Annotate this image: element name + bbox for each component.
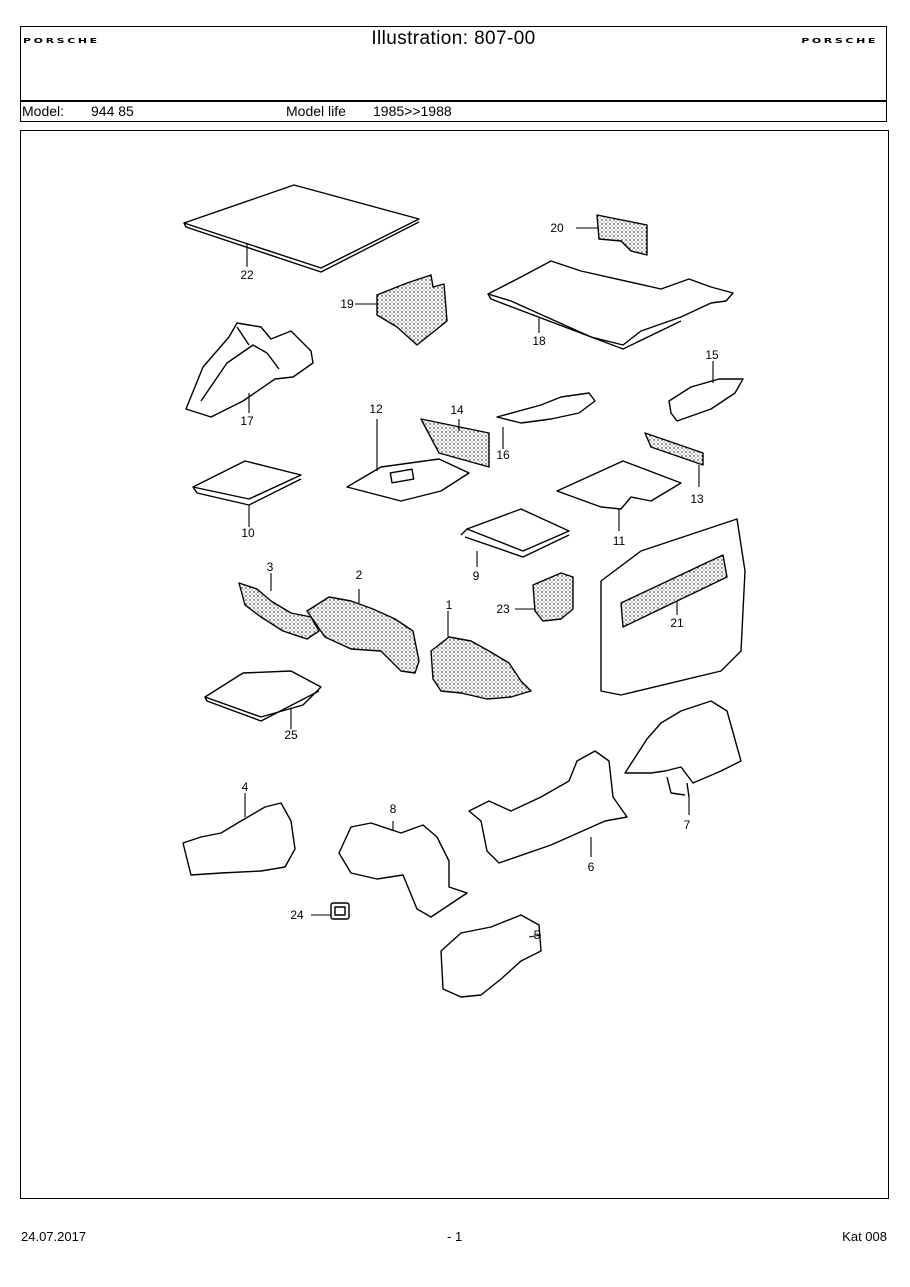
part-22-shape	[183, 184, 420, 269]
callout-7: 7	[684, 818, 691, 832]
part-2-shape	[306, 596, 420, 674]
part-22-edge	[183, 221, 420, 273]
illustration-title: Illustration: 807-00	[371, 28, 536, 49]
part-16-shape	[496, 392, 596, 424]
footer-catalog: Kat 008	[842, 1229, 887, 1244]
header-box: PORSCHE Illustration: 807-00 PORSCHE Mod…	[20, 26, 887, 122]
footer-date: 24.07.2017	[21, 1229, 87, 1244]
callout-5: 5	[534, 928, 541, 942]
part-17-inner	[200, 326, 280, 402]
callout-1: 1	[446, 598, 453, 612]
callouts: 1 2 3 4 5 6 7 8 9 10 11 12 13 14 15 16 1…	[240, 221, 719, 942]
part-17-shape	[185, 322, 314, 418]
part-25-edge	[204, 690, 320, 722]
callout-23: 23	[496, 602, 510, 616]
callout-15: 15	[705, 348, 719, 362]
part-20-shape	[596, 214, 648, 256]
callout-16: 16	[496, 448, 510, 462]
part-8-shape	[338, 822, 468, 918]
model-value: 944 85	[91, 103, 134, 119]
model-life-label: Model life	[286, 103, 346, 119]
callout-13: 13	[690, 492, 704, 506]
callout-14: 14	[450, 403, 464, 417]
part-13-shape	[644, 432, 704, 466]
callout-21: 21	[670, 616, 684, 630]
part-10-edge	[192, 478, 302, 506]
part-12-cutout	[389, 468, 415, 484]
callout-24: 24	[290, 908, 304, 922]
part-6-shape	[468, 750, 628, 864]
part-7-shape	[624, 700, 742, 784]
callout-9: 9	[473, 569, 480, 583]
part-18-shape	[487, 260, 734, 346]
porsche-logo-left: PORSCHE	[23, 37, 100, 46]
part-5-shape	[440, 914, 542, 998]
part-14-shape	[420, 418, 490, 468]
model-label: Model:	[22, 103, 65, 119]
model-life-value: 1985>>1988	[373, 103, 452, 119]
callout-25: 25	[284, 728, 298, 742]
callout-10: 10	[241, 526, 255, 540]
part-19-shape	[376, 274, 448, 346]
callout-18: 18	[532, 334, 546, 348]
callout-19: 19	[340, 297, 354, 311]
part-18-edge	[487, 293, 682, 350]
part-10-shape	[192, 460, 302, 500]
part-21-stripe	[620, 554, 728, 628]
part-23-shape	[532, 572, 574, 622]
callout-2: 2	[356, 568, 363, 582]
header-divider	[21, 100, 886, 102]
part-11-shape	[556, 460, 682, 510]
part-3-shape	[238, 582, 320, 640]
porsche-logo-right: PORSCHE	[801, 37, 878, 46]
parts-drawing-frame: 1 2 3 4 5 6 7 8 9 10 11 12 13 14 15 16 1…	[20, 130, 889, 1199]
part-9-shape	[466, 508, 570, 552]
callout-8: 8	[390, 802, 397, 816]
callout-17: 17	[240, 414, 254, 428]
part-9-edge	[460, 528, 570, 558]
part-25-shape	[204, 670, 322, 718]
callout-3: 3	[267, 560, 274, 574]
callout-6: 6	[588, 860, 595, 874]
callout-12: 12	[369, 402, 383, 416]
callout-20: 20	[550, 221, 564, 235]
callout-22: 22	[240, 268, 254, 282]
part-15-shape	[668, 378, 744, 422]
callout-11: 11	[613, 534, 626, 548]
part-1-shape	[430, 636, 532, 700]
parts-illustration: 1 2 3 4 5 6 7 8 9 10 11 12 13 14 15 16 1…	[182, 184, 746, 998]
leader-lines	[244, 227, 714, 938]
footer-page-number: - 1	[447, 1229, 463, 1244]
part-7-feet	[666, 776, 690, 798]
part-24-inner	[334, 906, 346, 916]
callout-4: 4	[242, 780, 249, 794]
part-4-shape	[182, 802, 296, 876]
